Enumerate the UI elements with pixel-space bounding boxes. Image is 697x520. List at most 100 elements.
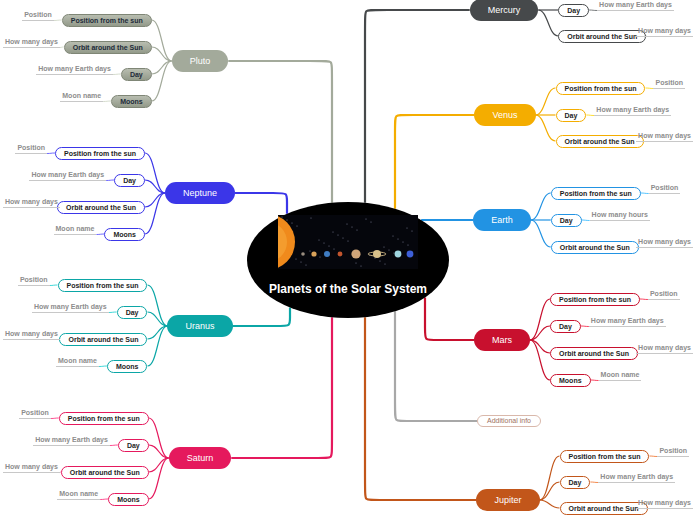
leaf-topic: Position [649,183,681,194]
subtopic-box: Day [556,109,587,122]
branch-line [51,418,59,420]
topic-text: Moons [559,375,582,386]
subtopic-box: Day [560,476,591,489]
leaf-topic: How many Earth days [32,302,109,313]
topic-text: Saturn [187,447,214,469]
topic-text: Position [17,143,45,152]
planet-topic: Mars [474,329,530,351]
branch-line [395,115,474,209]
leaf-topic: How many days [636,498,693,509]
topic-text: Pluto [190,50,211,72]
branch-line [99,366,107,368]
leaf-topic: How many days [3,462,60,473]
leaf-topic: Position [19,408,51,419]
branch-line [145,153,165,193]
topic-text: Orbit around the Sun [70,467,140,478]
topic-text: How many days [5,197,58,206]
topic-text: Position from the sun [64,148,136,159]
leaf-topic: How many days [3,197,60,208]
topic-text: How many days [638,237,691,246]
leaf-topic: How many Earth days [589,316,666,327]
branch-line [228,61,332,203]
leaf-topic: Position [22,10,54,21]
branch-line [530,326,550,340]
branch-line [110,445,118,447]
branch-line [540,482,560,500]
topic-text: Orbit around the Sun [569,503,639,514]
branch-line [641,193,649,195]
topic-text: Moon name [601,370,640,379]
topic-text: Position [20,275,48,284]
topic-text: Day [127,440,140,451]
topic-text: Moon name [59,489,98,498]
leaf-topic: How many Earth days [597,0,674,11]
branch-line [530,340,550,380]
branch-line [589,10,597,12]
topic-text: Moon name [62,91,101,100]
leaf-topic: How many Earth days [594,105,671,116]
leaf-topic: How many days [636,343,693,354]
topic-text: How many Earth days [35,435,108,444]
subtopic-box: Orbit around the Sun [556,135,644,148]
subtopic-box: Position from the sun [62,14,152,27]
subtopic-box: Moons [111,95,152,108]
topic-text: Position from the sun [565,83,637,94]
leaf-topic: Moon name [60,91,103,102]
planet-topic: Uranus [167,315,232,337]
subtopic-box: Position from the sun [550,293,640,306]
branch-line [421,219,473,221]
topic-text: Venus [492,104,517,126]
planet-topic: Mercury [470,0,539,21]
branch-line [54,20,62,22]
topic-text: How many Earth days [599,0,672,9]
topic-text: Position [650,289,678,298]
subtopic-box: Moons [104,228,145,241]
branch-line [152,61,172,101]
branch-line [145,193,165,234]
subtopic-box: Day [551,214,582,227]
subtopic-box: Orbit around the Sun [64,41,152,54]
leaf-topic: Moon name [57,489,100,500]
subtopic-box: Orbit around the Sun [61,466,149,479]
planet-topic: Jupiter [476,489,539,511]
topic-text: How many Earth days [31,170,104,179]
branch-line [147,285,167,326]
subtopic-box: Position from the sun [59,412,149,425]
leaf-topic: Position [18,275,50,286]
subtopic-box: Position from the sun [560,450,650,463]
topic-text: Moon name [56,224,95,233]
branch-line [106,180,114,182]
topic-text: Additional info [487,416,531,426]
topic-text: Orbit around the Sun [559,348,629,359]
branch-line [365,317,476,500]
topic-text: Day [565,110,578,121]
subtopic-box: Orbit around the Sun [57,201,145,214]
branch-line [149,445,169,458]
topic-text: How many Earth days [38,64,111,73]
subtopic-box: Position from the sun [556,82,646,95]
leaf-topic: Position [15,143,47,154]
topic-text: Day [123,175,136,186]
topic-text: Position [651,183,679,192]
topic-text: Moons [120,96,143,107]
solar-system-picture [278,215,418,269]
branch-line [145,180,165,193]
topic-text: Mars [492,329,512,351]
branch-line [113,74,121,76]
planet-topic: Pluto [172,50,229,72]
topic-text: Day [560,215,573,226]
subtopic-box: Orbit around the Sun [59,333,147,346]
branch-line [147,326,167,366]
subtopic-box: Orbit around the Sun [551,241,639,254]
topic-text: Mercury [488,0,521,21]
subtopic-box: Orbit around the Sun [558,30,646,43]
leaf-topic: How many days [3,329,60,340]
leaf-topic: Position [657,446,689,457]
subtopic-box: Day [118,439,149,452]
branch-line [582,220,590,222]
topic-text: How many hours [592,210,648,219]
planet-topic: Earth [473,209,531,231]
leaf-topic: Position [653,78,685,89]
planet-topic: Saturn [169,447,232,469]
central-topic: Planets of the Solar System [247,202,449,318]
